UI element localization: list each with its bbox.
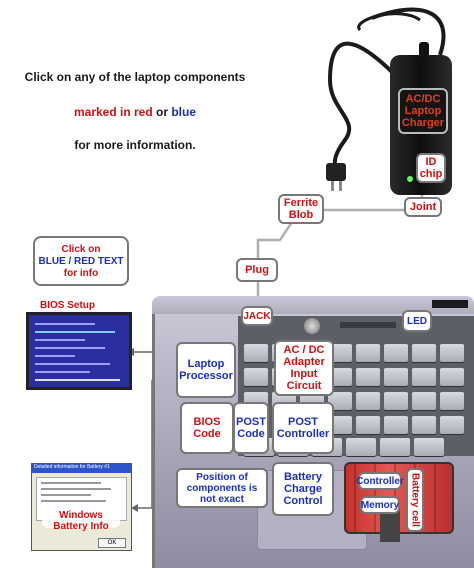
power-button <box>304 318 320 334</box>
joint-label[interactable]: Joint <box>404 197 442 217</box>
keyboard-key <box>384 392 408 410</box>
id-chip-label[interactable]: ID chip <box>416 153 446 183</box>
intro-line-2: marked in red or blue <box>0 105 270 119</box>
battery-cell-label[interactable]: Battery cell <box>406 468 424 532</box>
hint-line-1: Click on <box>61 244 101 255</box>
position-note-label: Position of components is not exact <box>176 468 268 508</box>
intro-blue-text: blue <box>171 105 197 119</box>
battery-charge-control-label[interactable]: Battery Charge Control <box>272 462 334 516</box>
bios-code-label[interactable]: BIOS Code <box>180 402 234 454</box>
keyboard-key <box>356 416 380 434</box>
hint-line-2: BLUE / RED TEXT <box>38 256 124 267</box>
windows-battery-info-screenshot[interactable]: Detailed information for Battery #1 OK <box>31 463 132 551</box>
keyboard-key <box>328 416 352 434</box>
status-indicator-strip <box>340 322 396 328</box>
screen-edge <box>432 300 468 308</box>
keyboard-key <box>440 416 464 434</box>
plug-label[interactable]: Plug <box>236 258 278 282</box>
keyboard-key <box>356 392 380 410</box>
keyboard-key <box>440 392 464 410</box>
laptop-processor-label[interactable]: Laptop Processor <box>176 342 236 398</box>
keyboard-key <box>384 416 408 434</box>
charger-status-led <box>407 176 413 182</box>
jack-label[interactable]: JACK <box>241 306 273 326</box>
keyboard-key <box>244 368 268 386</box>
keyboard-key <box>440 344 464 362</box>
controller-label[interactable]: Controller <box>356 472 404 490</box>
keyboard-key <box>384 344 408 362</box>
intro-line-3: for more information. <box>74 138 196 152</box>
keyboard-key <box>414 438 444 456</box>
memory-label[interactable]: Memory <box>360 496 400 514</box>
keyboard-key <box>412 392 436 410</box>
intro-line-1: Click on any of the laptop components <box>24 70 246 84</box>
intro-or-text: or <box>152 105 172 119</box>
keyboard-key <box>440 368 464 386</box>
post-code-label[interactable]: POST Code <box>233 402 269 454</box>
keyboard-key <box>346 438 376 456</box>
keyboard-key <box>356 344 380 362</box>
bios-setup-label[interactable]: BIOS Setup <box>40 300 96 311</box>
keyboard-key <box>328 344 352 362</box>
keyboard-key <box>244 344 268 362</box>
keyboard-key <box>356 368 380 386</box>
keyboard-key <box>328 368 352 386</box>
dialog-ok-button[interactable]: OK <box>98 538 126 548</box>
keyboard-key <box>412 368 436 386</box>
dialog-content <box>36 477 127 521</box>
hint-box: Click on BLUE / RED TEXT for info <box>33 236 129 286</box>
keyboard-key <box>328 392 352 410</box>
keyboard-key <box>380 438 410 456</box>
adapter-input-circuit-label[interactable]: AC / DC Adapter Input Circuit <box>274 340 334 396</box>
keyboard-key <box>384 368 408 386</box>
keyboard-key <box>412 344 436 362</box>
post-controller-label[interactable]: POST Controller <box>272 402 334 454</box>
windows-battery-info-label[interactable]: Windows Battery Info <box>42 510 120 532</box>
dialog-title: Detailed information for Battery #1 <box>32 464 131 473</box>
intro-red-text: marked in red <box>73 105 153 119</box>
bios-setup-screenshot[interactable] <box>26 312 132 390</box>
charger-cable-strain-relief <box>419 42 429 60</box>
ferrite-blob-label[interactable]: Ferrite Blob <box>278 194 324 224</box>
keyboard-key <box>412 416 436 434</box>
led-label[interactable]: LED <box>402 310 432 332</box>
hint-line-3: for info <box>63 268 99 279</box>
ac-dc-charger-label[interactable]: AC/DC Laptop Charger <box>398 88 448 134</box>
